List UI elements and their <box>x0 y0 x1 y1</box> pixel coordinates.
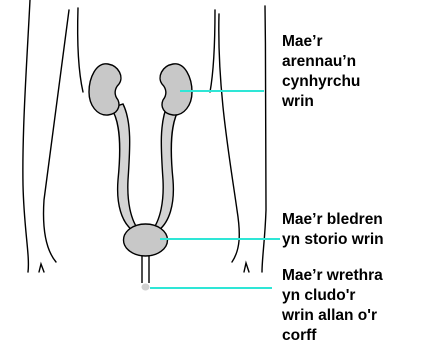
urethra-label-line: Mae’r wrethra <box>282 266 383 286</box>
right-ureter <box>151 104 180 232</box>
urethra <box>142 252 150 291</box>
kidneys-label-line: arennau’n <box>282 52 360 72</box>
bladder-label-line: Mae’r bledren <box>282 210 384 230</box>
left-ureter <box>111 104 140 232</box>
left-kidney <box>89 64 121 115</box>
urethra-label-line: yn cludo'r <box>282 286 383 306</box>
urethra-label-line: corff <box>282 326 383 346</box>
kidneys-label-line: cynhyrchu <box>282 72 360 92</box>
kidneys-label-line: Mae’r <box>282 32 360 52</box>
right-kidney <box>160 64 192 115</box>
bladder-label: Mae’r bledren yn storio wrin <box>282 210 384 250</box>
bladder-label-line: yn storio wrin <box>282 230 384 250</box>
urethra-label: Mae’r wrethra yn cludo'r wrin allan o'r … <box>282 266 383 346</box>
kidneys-label: Mae’r arennau’n cynhyrchu wrin <box>282 32 360 112</box>
kidneys-label-line: wrin <box>282 92 360 112</box>
urethra-label-line: wrin allan o'r <box>282 306 383 326</box>
